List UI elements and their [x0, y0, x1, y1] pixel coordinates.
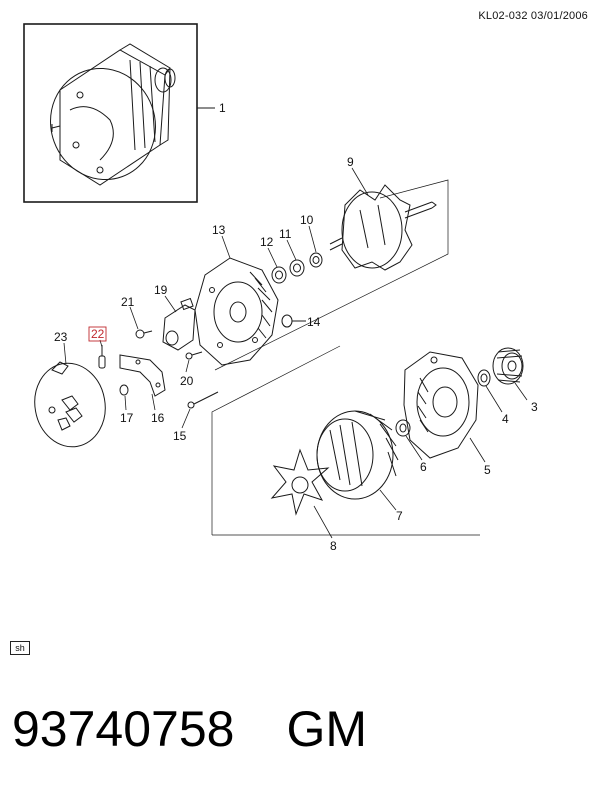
washer-part-12: [271, 266, 287, 284]
callout-10: 10: [300, 213, 314, 227]
bearing-part-11: [289, 259, 305, 277]
callout-11: 11: [279, 227, 292, 241]
assembled-alternator-inset: [23, 23, 215, 203]
callout-20: 20: [180, 374, 194, 388]
bolt-part-21: [135, 329, 153, 339]
diagram-code-date: KL02-032 03/01/2006: [478, 10, 588, 22]
front-housing-part: [194, 257, 279, 366]
fan-part: [270, 448, 330, 516]
washer-part-10: [309, 252, 323, 268]
callout-17: 17: [120, 411, 134, 425]
long-bolt-part-15: [187, 391, 219, 409]
pulley-part: [492, 347, 524, 385]
callout-7: 7: [396, 509, 403, 523]
callout-23: 23: [54, 330, 68, 344]
washer-part-4: [477, 369, 491, 387]
callout-15: 15: [173, 429, 187, 443]
callout-19: 19: [154, 283, 168, 297]
drive-end-housing-part: [403, 351, 479, 459]
footer-part-info: 93740758 GM: [12, 700, 367, 758]
washer-part-6: [395, 419, 411, 437]
bolt-part-20: [185, 351, 203, 360]
callout-22-highlight-box: [88, 326, 107, 342]
sh-badge: sh: [10, 641, 30, 655]
nut-part-17: [119, 384, 129, 396]
callout-8: 8: [330, 539, 337, 553]
callout-16: 16: [151, 411, 165, 425]
leader-lines: [63, 167, 528, 539]
callout-1: 1: [219, 101, 226, 115]
brush-spring-part-22: [98, 345, 106, 369]
callout-21: 21: [121, 295, 135, 309]
stator-part: [316, 410, 399, 500]
callout-22: 22: [91, 327, 105, 341]
callout-12: 12: [260, 235, 274, 249]
callout-5: 5: [484, 463, 491, 477]
alternator-exploded-diagram: 1 3 4 5 6 7 8 9 10 11 12 13 14 15 16 17 …: [23, 23, 538, 553]
rear-cover-part: [34, 361, 106, 448]
callout-13: 13: [212, 223, 226, 237]
brand-name: GM: [286, 701, 368, 757]
callout-6: 6: [420, 460, 427, 474]
brush-holder-part: [162, 297, 196, 351]
callout-14: 14: [307, 315, 321, 329]
regulator-bracket-part: [119, 354, 166, 397]
callout-4: 4: [502, 412, 509, 426]
callout-9: 9: [347, 155, 354, 169]
rotor-part: [329, 184, 437, 271]
part-number: 93740758: [12, 701, 235, 757]
assembly-frame-lines: [211, 179, 480, 536]
callout-labels: 1 3 4 5 6 7 8 9 10 11 12 13 14 15 16 17 …: [54, 101, 538, 553]
callout-3: 3: [531, 400, 538, 414]
